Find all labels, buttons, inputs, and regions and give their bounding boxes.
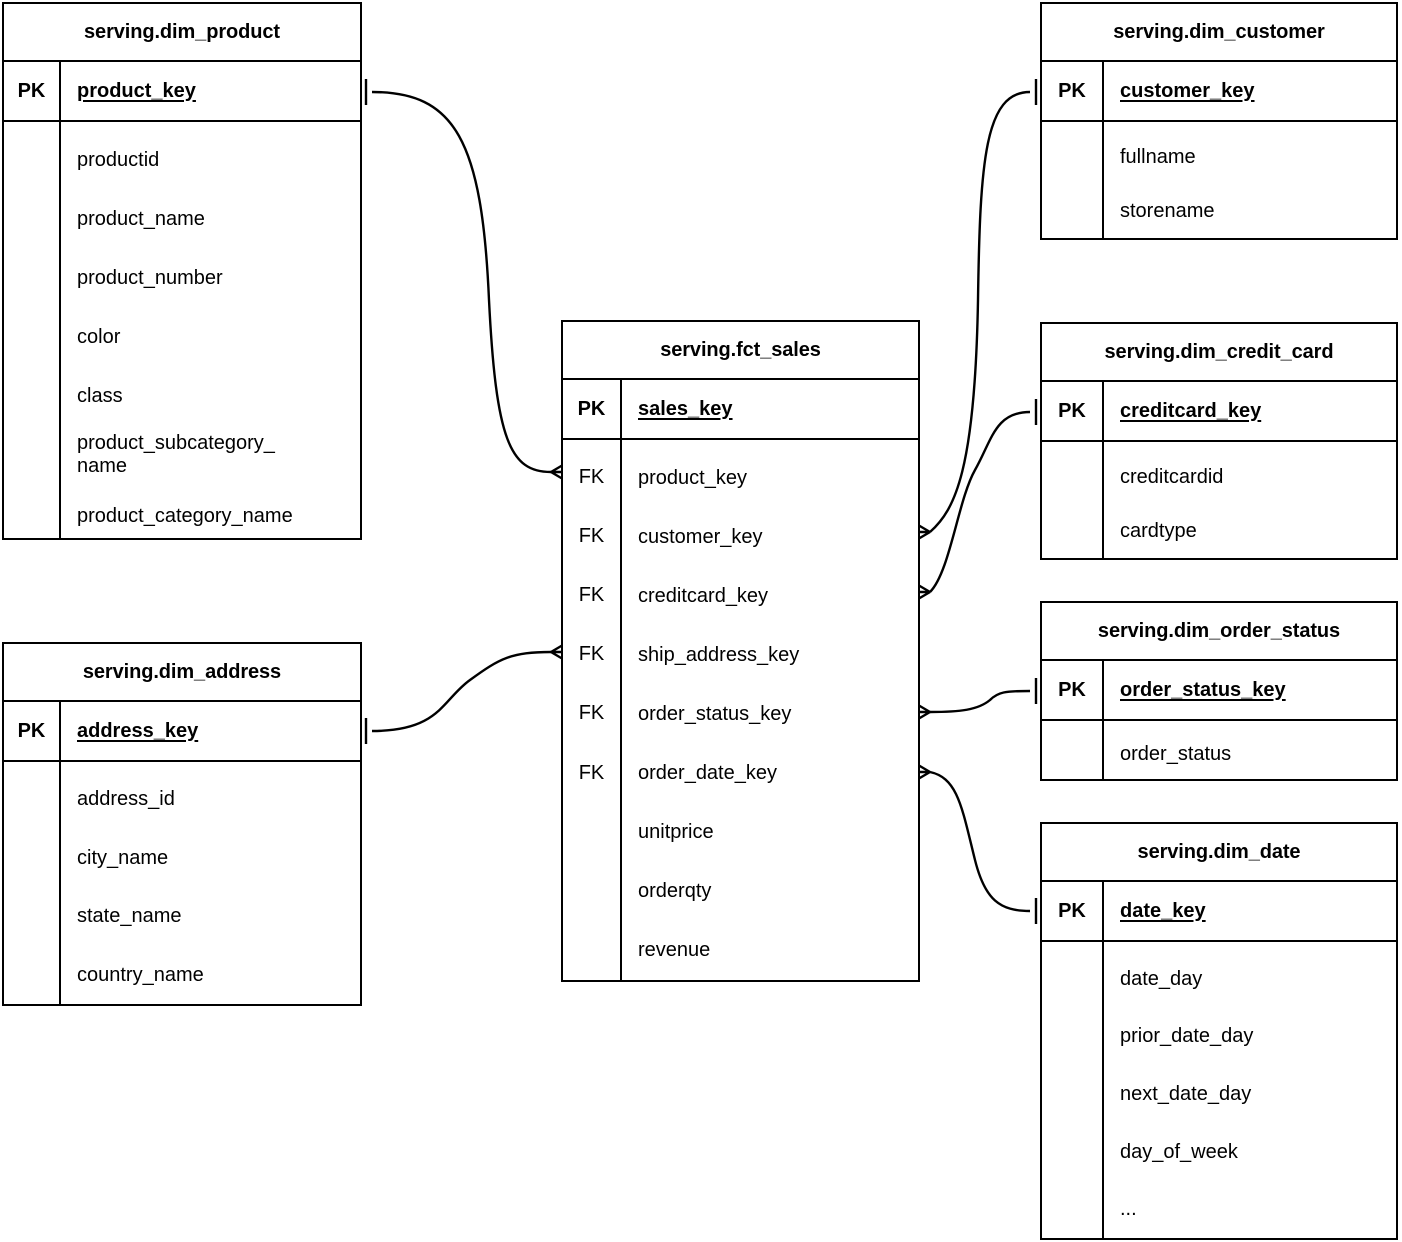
attribute-row: color [77, 325, 121, 348]
attribute-row: cardtype [1120, 520, 1197, 542]
attribute-row: product_key [638, 466, 747, 489]
pk-row-dim-customer: PK customer_key [1042, 62, 1396, 122]
attributes-dim-address: address_id city_name state_name country_… [4, 762, 360, 1004]
pk-name-fct-sales: sales_key [638, 397, 733, 420]
pk-badge-dim-customer: PK [1042, 62, 1104, 120]
attribute-row: address_id [77, 788, 175, 811]
pk-badge-dim-order-status: PK [1042, 661, 1104, 719]
entity-dim-product[interactable]: serving.dim_product PK product_key produ… [2, 2, 362, 540]
pk-badge-dim-address: PK [4, 702, 61, 760]
relationship-customer [912, 79, 1038, 544]
attribute-row: order_status_key [638, 702, 792, 725]
attributes-dim-date: date_day prior_date_day next_date_day da… [1042, 942, 1396, 1238]
entity-title-dim-credit-card: serving.dim_credit_card [1042, 324, 1396, 382]
attribute-row: state_name [77, 905, 182, 928]
attributes-dim-order-status: order_status [1042, 721, 1396, 779]
relationship-address [364, 640, 569, 744]
attribute-row: prior_date_day [1120, 1025, 1254, 1048]
pk-row-dim-address: PK address_key [4, 702, 360, 762]
attributes-dim-product: productid product_name product_number co… [4, 122, 360, 538]
attribute-row: product_category_name [77, 505, 293, 528]
pk-badge-fct-sales: PK [563, 380, 622, 438]
entity-title-dim-order-status: serving.dim_order_status [1042, 603, 1396, 661]
fk-badge [563, 803, 620, 862]
fk-badge: FK [578, 643, 605, 666]
pk-name-dim-customer: customer_key [1120, 79, 1255, 102]
pk-name-dim-order-status: order_status_key [1120, 678, 1286, 701]
attribute-row: country_name [77, 963, 204, 986]
attribute-row: ... [1120, 1198, 1137, 1221]
entity-dim-address[interactable]: serving.dim_address PK address_key addre… [2, 642, 362, 1006]
attribute-row: ship_address_key [638, 643, 800, 666]
attributes-dim-customer: fullname storename [1042, 122, 1396, 238]
attribute-row: orderqty [638, 880, 712, 903]
fk-badge: FK [578, 702, 605, 725]
entity-title-fct-sales: serving.fct_sales [563, 322, 918, 380]
attribute-row: product_number [77, 266, 223, 289]
attributes-dim-credit-card: creditcardid cardtype [1042, 442, 1396, 558]
attribute-row: product_name [77, 207, 205, 230]
attribute-row: day_of_week [1120, 1140, 1238, 1163]
fk-badge: FK [578, 466, 605, 489]
entity-title-dim-customer: serving.dim_customer [1042, 4, 1396, 62]
attribute-row: date_day [1120, 967, 1203, 990]
pk-badge-dim-date: PK [1042, 882, 1104, 940]
fk-badge [563, 862, 620, 921]
attribute-row: order_date_key [638, 762, 777, 785]
attribute-row: creditcardid [1120, 466, 1224, 488]
relationship-date [912, 760, 1038, 924]
entity-dim-order-status[interactable]: serving.dim_order_status PK order_status… [1040, 601, 1398, 781]
attribute-row: order_status [1120, 743, 1232, 765]
pk-name-dim-address: address_key [77, 719, 199, 742]
attribute-row: storename [1120, 200, 1215, 222]
fk-badge [563, 921, 620, 980]
entity-dim-date[interactable]: serving.dim_date PK date_key date_day pr… [1040, 822, 1398, 1240]
entity-dim-customer[interactable]: serving.dim_customer PK customer_key ful… [1040, 2, 1398, 240]
attribute-row: creditcard_key [638, 584, 769, 607]
attributes-fct-sales: FK FK FK FK FK FK product_key customer_k… [563, 440, 918, 980]
relationship-order-status [912, 678, 1038, 724]
fk-badge: FK [578, 584, 605, 607]
attribute-row: fullname [1120, 146, 1196, 168]
entity-title-dim-date: serving.dim_date [1042, 824, 1396, 882]
fk-badge: FK [578, 525, 605, 548]
entity-title-dim-address: serving.dim_address [4, 644, 360, 702]
pk-name-dim-product: product_key [77, 79, 196, 102]
pk-row-dim-product: PK product_key [4, 62, 360, 122]
attribute-row: product_subcategory_name [77, 431, 275, 477]
attribute-row: customer_key [638, 525, 763, 548]
fk-badge: FK [578, 761, 605, 784]
entity-fct-sales[interactable]: serving.fct_sales PK sales_key FK FK FK … [561, 320, 920, 982]
attribute-row: productid [77, 148, 160, 171]
pk-row-dim-credit-card: PK creditcard_key [1042, 382, 1396, 442]
pk-row-fct-sales: PK sales_key [563, 380, 918, 440]
pk-badge-dim-credit-card: PK [1042, 382, 1104, 440]
attribute-row: next_date_day [1120, 1082, 1252, 1105]
attribute-row: revenue [638, 939, 711, 962]
relationship-product [364, 79, 569, 484]
attribute-row: class [77, 385, 123, 408]
pk-name-dim-date: date_key [1120, 899, 1206, 922]
relationship-credit-card [912, 399, 1038, 604]
pk-row-dim-order-status: PK order_status_key [1042, 661, 1396, 721]
entity-title-dim-product: serving.dim_product [4, 4, 360, 62]
attribute-row: unitprice [638, 821, 714, 844]
attribute-row: city_name [77, 846, 169, 869]
pk-name-dim-credit-card: creditcard_key [1120, 399, 1262, 422]
entity-dim-credit-card[interactable]: serving.dim_credit_card PK creditcard_ke… [1040, 322, 1398, 560]
pk-row-dim-date: PK date_key [1042, 882, 1396, 942]
pk-badge-dim-product: PK [4, 62, 61, 120]
